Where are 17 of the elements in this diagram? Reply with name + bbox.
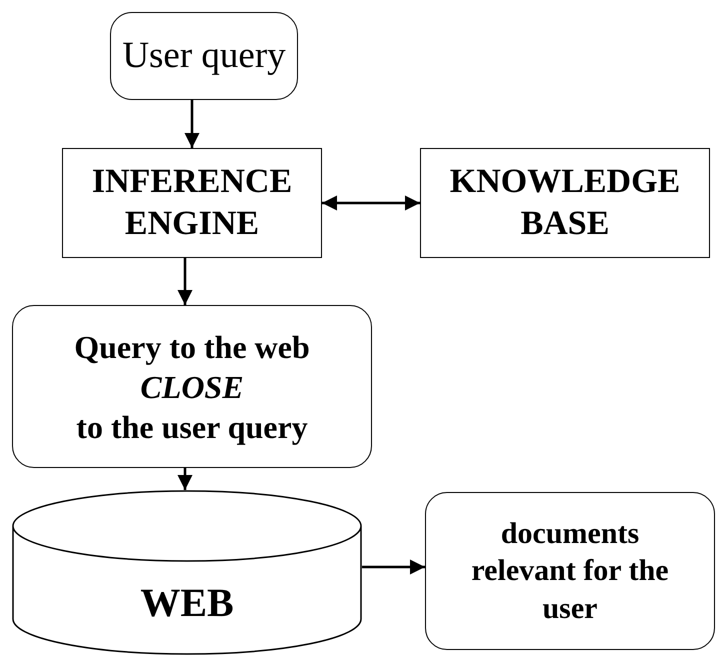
process-box	[12, 305, 372, 468]
arrow	[178, 468, 192, 490]
node-label: User query	[121, 34, 287, 78]
node-label: INFERENCE ENGINE	[90, 162, 294, 244]
node-label: WEB	[139, 578, 235, 626]
database-cylinder	[12, 490, 362, 655]
node-label: Query to the web CLOSE to the user query	[73, 328, 311, 446]
node-label: documents relevant for the user	[470, 516, 670, 627]
arrow	[322, 196, 420, 210]
start-box	[110, 12, 298, 100]
arrow	[184, 100, 200, 148]
output-box	[425, 492, 715, 650]
node-label: KNOWLEDGE BASE	[448, 162, 682, 244]
arrow	[362, 560, 425, 574]
process-box	[62, 148, 322, 258]
process-box	[420, 148, 710, 258]
arrow	[178, 258, 192, 305]
